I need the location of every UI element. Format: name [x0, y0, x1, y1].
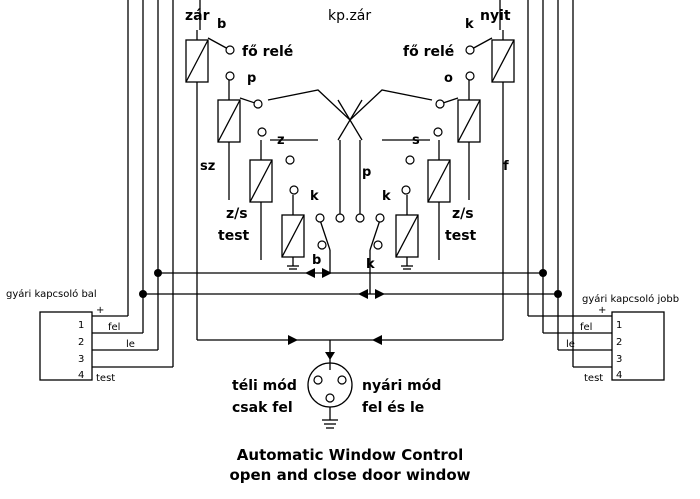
mode-winter: téli mód: [232, 378, 297, 394]
left-plus: +: [96, 305, 104, 316]
left-pin-4: 4: [78, 370, 84, 381]
mode-summer-sub: fel és le: [362, 400, 424, 416]
right-test: test: [584, 373, 603, 384]
right-le: le: [566, 339, 575, 350]
left-pin-3: 3: [78, 354, 84, 365]
label-z: z: [277, 133, 285, 148]
label-b-bottom: b: [312, 253, 321, 268]
left-switch-title: gyári kapcsoló bal: [6, 288, 97, 300]
label-zs-left: z/s: [226, 206, 248, 222]
right-plus: +: [598, 305, 606, 316]
label-k-top: k: [465, 17, 474, 32]
label-zar: zár: [185, 8, 210, 24]
mode-winter-sub: csak fel: [232, 400, 293, 416]
right-pin-2: 2: [616, 337, 622, 348]
left-pin-2: 2: [78, 337, 84, 348]
label-k-right: k: [382, 189, 391, 204]
right-pin-1: 1: [616, 320, 622, 331]
left-le: le: [126, 339, 135, 350]
right-fel: fel: [580, 322, 592, 333]
mode-summer: nyári mód: [362, 378, 441, 394]
label-sz: sz: [200, 159, 215, 174]
right-pin-4: 4: [616, 370, 622, 381]
left-pin-1: 1: [78, 320, 84, 331]
label-fo-rele-right: fő relé: [403, 44, 454, 60]
right-pin-3: 3: [616, 354, 622, 365]
caption-line-2: open and close door window: [229, 466, 470, 484]
label-s: s: [412, 133, 420, 148]
label-o-right: o: [444, 71, 453, 86]
label-k-bottom: k: [366, 257, 375, 272]
label-kp-zar: kp.zár: [328, 8, 371, 24]
label-nyit: nyit: [480, 8, 511, 24]
label-k-left: k: [310, 189, 319, 204]
label-p-left: p: [247, 71, 256, 86]
label-zs-right: z/s: [452, 206, 474, 222]
label-b: b: [217, 17, 226, 32]
label-p-center: p: [362, 165, 371, 180]
caption-line-1: Automatic Window Control: [237, 446, 463, 464]
left-fel: fel: [108, 322, 120, 333]
label-f: f: [503, 159, 509, 174]
label-fo-rele-left: fő relé: [242, 44, 293, 60]
label-test-left: test: [218, 228, 250, 244]
right-switch-title: gyári kapcsoló jobb: [582, 293, 679, 305]
left-test: test: [96, 373, 115, 384]
label-test-right: test: [445, 228, 477, 244]
